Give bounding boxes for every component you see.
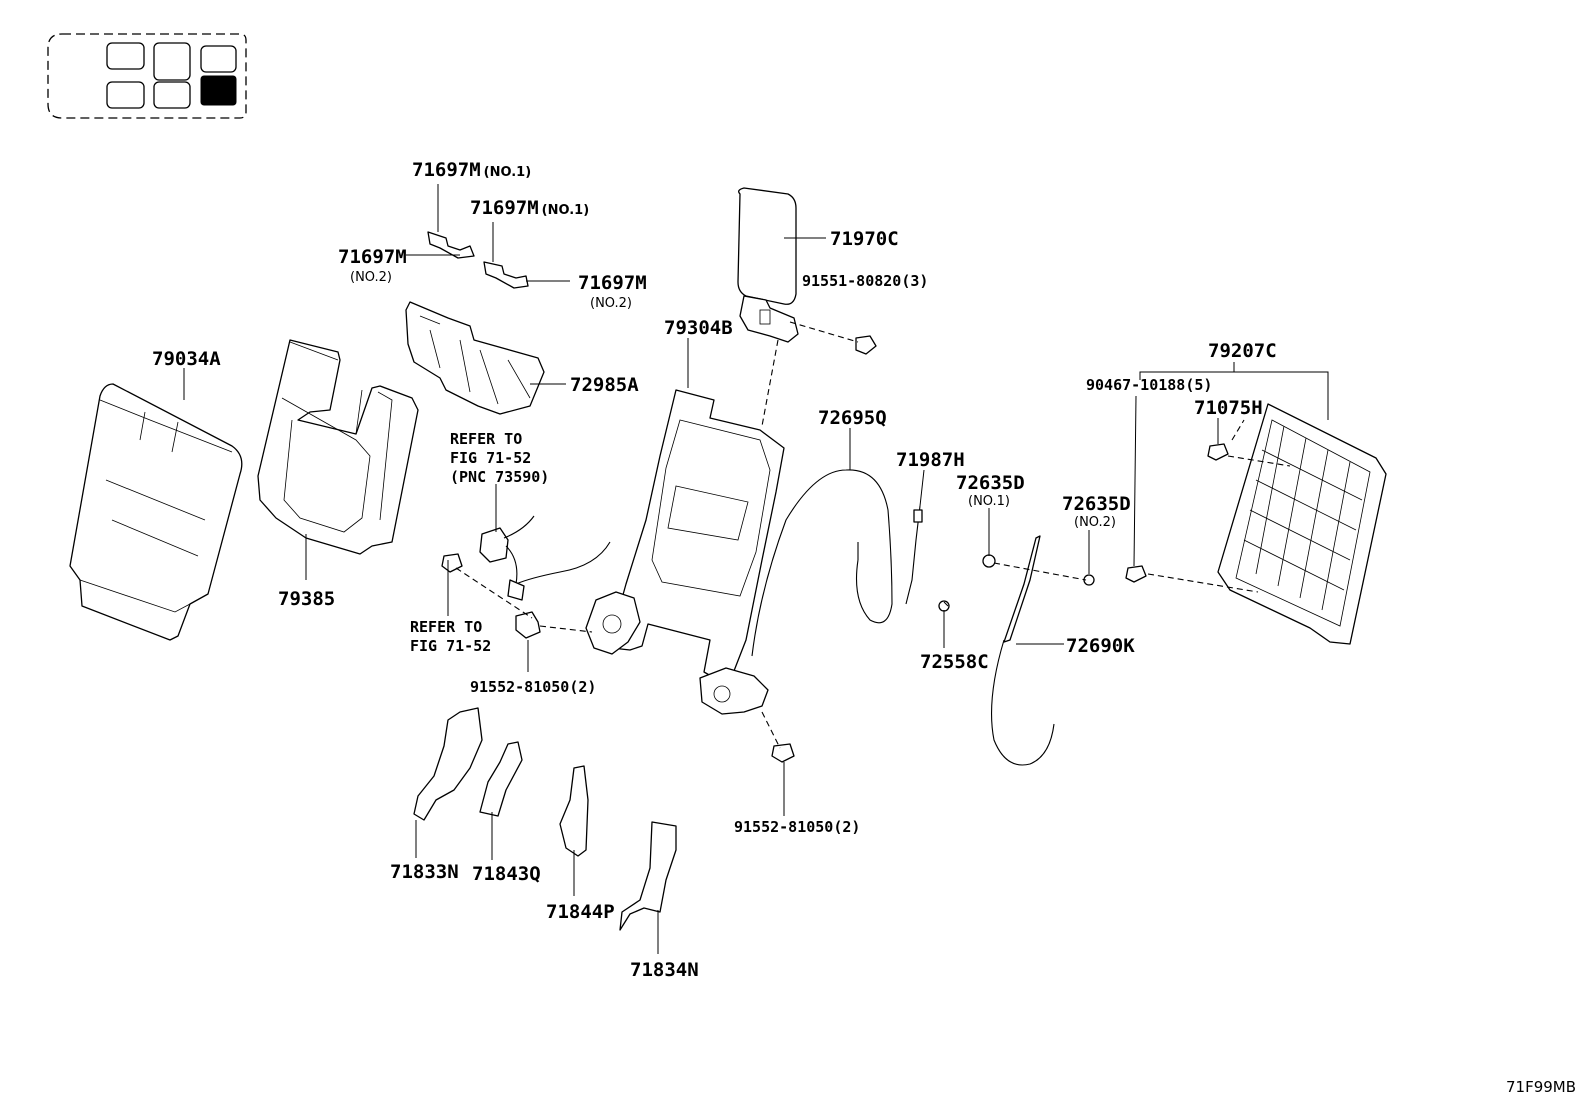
part-note-72635d-no1: (NO.1) [968,494,1010,509]
part-note-71697m-no2-b: (NO.2) [590,296,632,311]
part-number-72558c: 72558C [920,651,989,673]
headrest-drawing [737,187,799,343]
recliner-cover-drawing [405,301,545,415]
part-number-71697m-no1-a: 71697M [412,159,481,181]
part-note-72635d-no2: (NO.2) [1074,515,1116,530]
part-number-71075h: 71075H [1194,397,1263,419]
part-number-79034a: 79034A [152,348,221,370]
cable-clamp-drawing [905,505,950,612]
seat-locator-icon [47,33,247,119]
part-number-71987h: 71987H [896,449,965,471]
seat-back-pad-drawing [257,339,419,555]
part-note-71697m-no1-a: (NO.1) [484,165,532,180]
part-note-71697m-no2-a: (NO.2) [350,270,392,285]
reference-note-1-line1: REFER TO [450,430,522,448]
part-number-91552-81050-a: 91552-81050(2) [470,678,596,696]
svg-text:71697M(NO.1): 71697M(NO.1) [412,159,531,181]
seat-back-frame-drawing [585,389,785,715]
part-number-79207c: 79207C [1208,340,1277,362]
part-number-79385: 79385 [278,588,335,610]
part-number-71833n: 71833N [390,861,459,883]
part-number-79304b: 79304B [664,317,733,339]
alignment-dashes [455,321,1291,749]
part-number-71970c: 71970C [830,228,899,250]
seat-belt-buckle-drawing [479,515,611,601]
leader-lines [183,184,1329,954]
part-number-91551-80820: 91551-80820(3) [802,272,928,290]
seat-back-board-drawing [1217,403,1387,645]
part-number-71843q: 71843Q [472,863,541,885]
part-number-91552-81050-b: 91552-81050(2) [734,818,860,836]
lower-cover-drawings [413,707,677,931]
part-number-72690k: 72690K [1066,635,1135,657]
grommet-drawings [982,554,1095,586]
part-number-72635d-no1: 72635D [956,472,1025,494]
part-number-71697m-no2-b: 71697M [578,272,647,294]
part-number-71834n: 71834N [630,959,699,981]
part-labels: 71697M(NO.1) 71697M(NO.1) 71697M (NO.2) … [152,159,1576,1096]
part-number-71844p: 71844P [546,901,615,923]
part-number-71697m-no2-a: 71697M [338,246,407,268]
reference-note-1-line2: FIG 71-52 [450,449,531,467]
part-number-71697m-no1-b: 71697M [470,197,539,219]
clip-drawings [427,231,529,289]
part-number-72695q: 72695Q [818,407,887,429]
part-number-72985a: 72985A [570,374,639,396]
reference-note-2-line2: FIG 71-52 [410,637,491,655]
reference-note-1-line3: (PNC 73590) [450,468,549,486]
reference-note-2-line1: REFER TO [410,618,482,636]
release-rod-drawing [991,535,1055,766]
release-cable-drawing [751,469,893,657]
part-number-90467-10188: 90467-10188(5) [1086,376,1212,394]
highlighted-seat-position [200,75,237,106]
seat-back-cover-drawing [69,383,243,641]
part-note-71697m-no1-b: (NO.1) [542,203,590,218]
svg-text:71697M(NO.1): 71697M(NO.1) [470,197,589,219]
diagram-code: 71F99MB [1506,1078,1576,1096]
clip-71075H-drawing [1207,443,1229,461]
part-number-72635d-no2: 72635D [1062,493,1131,515]
bolt-drawings [441,335,877,763]
screw-90467-drawing [1125,565,1147,583]
